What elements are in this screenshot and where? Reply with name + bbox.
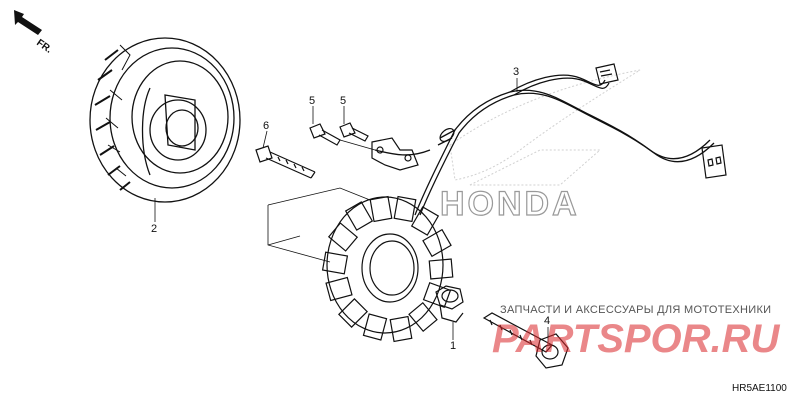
- assembly-guide-lines: [267, 187, 371, 263]
- shop-watermark-tagline: ЗАПЧАСТИ И АКСЕССУАРЫ ДЛЯ МОТОТЕХНИКИ: [500, 304, 771, 316]
- callout-4: 4: [544, 315, 550, 327]
- callout-1: 1: [450, 340, 456, 352]
- bolt-guide-line: [339, 139, 376, 151]
- callout-3: 3: [513, 66, 519, 78]
- flywheel: [89, 37, 241, 203]
- honda-wing-watermark: [449, 69, 641, 186]
- socket-bolt: [255, 145, 316, 179]
- callout-5a: 5: [309, 95, 315, 107]
- connector-upper: [595, 63, 619, 85]
- callout-5b: 5: [340, 95, 346, 107]
- front-direction-arrow: [14, 10, 42, 35]
- flange-bolt-a: [309, 123, 341, 146]
- connector-lower: [701, 144, 727, 179]
- shop-watermark-logo: PARTSPOR.RU: [492, 317, 781, 361]
- callout-2: 2: [151, 223, 157, 235]
- diagram-code: HR5AE1100: [732, 383, 787, 394]
- stator: [321, 195, 454, 343]
- leader-lines: [154, 78, 549, 342]
- flange-nut: [435, 285, 464, 323]
- honda-brand-watermark: HONDA: [440, 185, 580, 223]
- pulse-generator: [371, 137, 419, 171]
- grommet: [439, 127, 455, 143]
- flange-bolt-b: [339, 122, 369, 142]
- wire-harness: [374, 74, 715, 216]
- front-direction-label: FR.: [34, 37, 54, 55]
- flange-bolt-large: [482, 312, 569, 369]
- callout-6: 6: [263, 120, 269, 132]
